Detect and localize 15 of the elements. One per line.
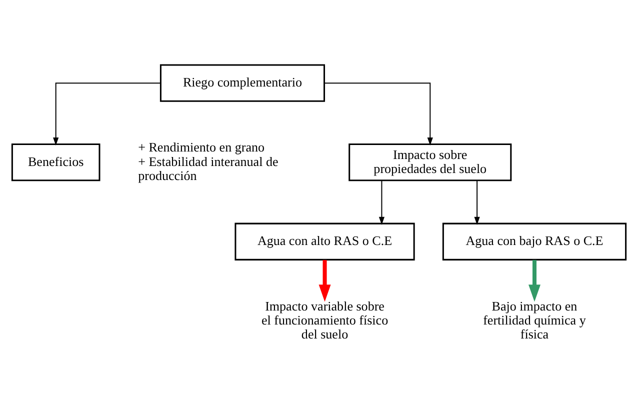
node-text: Bajo impacto en fertilidad química y física bbox=[483, 298, 586, 341]
node-box: Agua con alto RAS o C.E bbox=[234, 222, 415, 260]
node-box: Beneficios bbox=[11, 143, 100, 181]
node-label: + Estabilidad interanual de producción bbox=[138, 153, 278, 182]
arrow bbox=[378, 180, 385, 224]
node-text: Impacto variable sobre el funcionamiento físico del suelo bbox=[261, 298, 388, 341]
node-box: Impacto sobre propiedades del suelo bbox=[348, 143, 512, 181]
node-box: Riego complementario bbox=[160, 64, 326, 102]
arrow bbox=[474, 180, 480, 224]
node-label: + Rendimiento en grano bbox=[138, 139, 265, 154]
node-box: Agua con bajo RAS o C.E bbox=[442, 222, 627, 260]
arrow bbox=[318, 260, 331, 302]
arrow bbox=[53, 82, 161, 145]
arrow bbox=[324, 82, 433, 145]
arrow bbox=[528, 260, 540, 302]
